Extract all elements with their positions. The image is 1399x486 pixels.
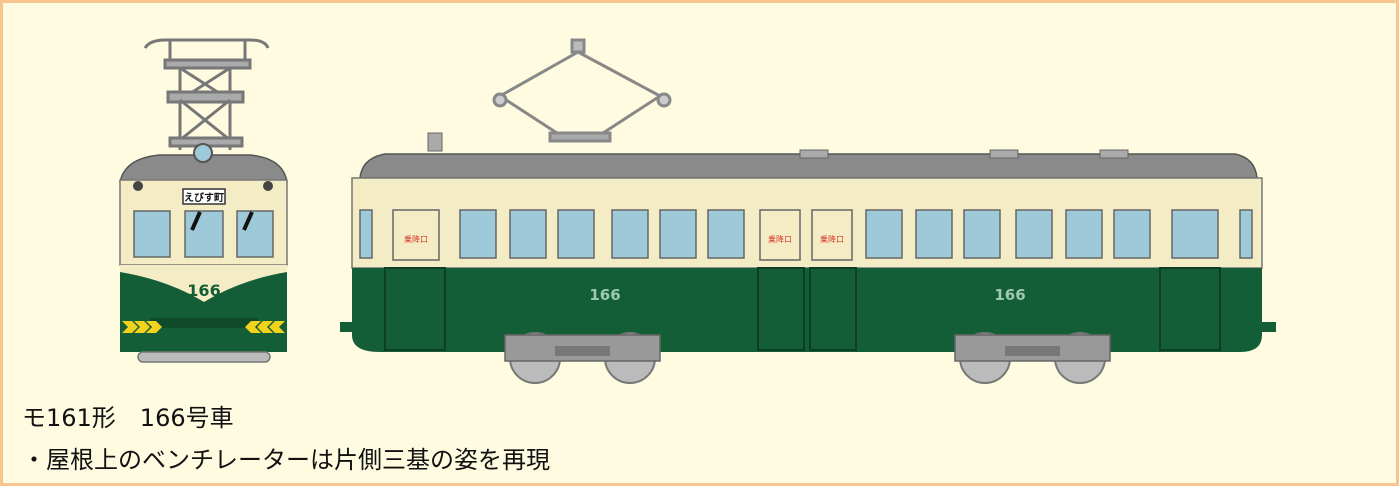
front-cream-v: [120, 265, 287, 302]
door-sign-center: 乗降口: [768, 234, 792, 244]
roof-ventilators: [799, 149, 1129, 159]
bogie-right: [954, 332, 1111, 384]
door-sign-left: 乗降口: [404, 234, 428, 244]
front-window-center: [184, 210, 224, 258]
side-doors: [384, 267, 1221, 351]
side-pantograph: [492, 38, 672, 143]
front-lifeguard: [137, 351, 271, 363]
front-headlight: [193, 143, 213, 163]
destination-sign-text: えびす町: [184, 191, 224, 204]
chevron-right-icon: [245, 321, 285, 333]
model-caption: モ161形 166号車: [22, 404, 234, 432]
front-car-number: 166: [187, 281, 220, 300]
front-bumper: [150, 318, 258, 328]
side-view: 乗降口 乗降口 乗降口 166 166: [340, 38, 1276, 384]
front-roof: [119, 154, 288, 183]
front-window-right: [236, 210, 274, 258]
chevron-left-icon: [122, 321, 162, 333]
side-windows: [359, 209, 1253, 259]
feature-caption: ・屋根上のベンチレーターは片側三基の姿を再現: [22, 446, 550, 474]
door-sign-right: 乗降口: [820, 234, 844, 244]
destination-sign: [182, 188, 226, 205]
side-lower-body: [352, 268, 1262, 352]
side-car-number-right: 166: [994, 286, 1025, 304]
bogie-left: [504, 332, 661, 384]
side-roof: [359, 153, 1258, 179]
front-view: えびす町 166: [119, 38, 288, 363]
front-pantograph: [143, 38, 270, 150]
front-window-left: [133, 210, 171, 258]
side-car-number-left: 166: [589, 286, 620, 304]
door-windows: [392, 209, 853, 261]
front-marker-lamp-right: [263, 181, 273, 191]
wiper-right: [242, 211, 254, 231]
roof-hook-left: [427, 132, 443, 152]
side-coupler-left: [340, 322, 354, 332]
front-lower-body: [120, 265, 287, 352]
side-coupler-right: [1262, 322, 1276, 332]
wiper-center: [190, 211, 202, 231]
front-marker-lamp-left: [133, 181, 143, 191]
